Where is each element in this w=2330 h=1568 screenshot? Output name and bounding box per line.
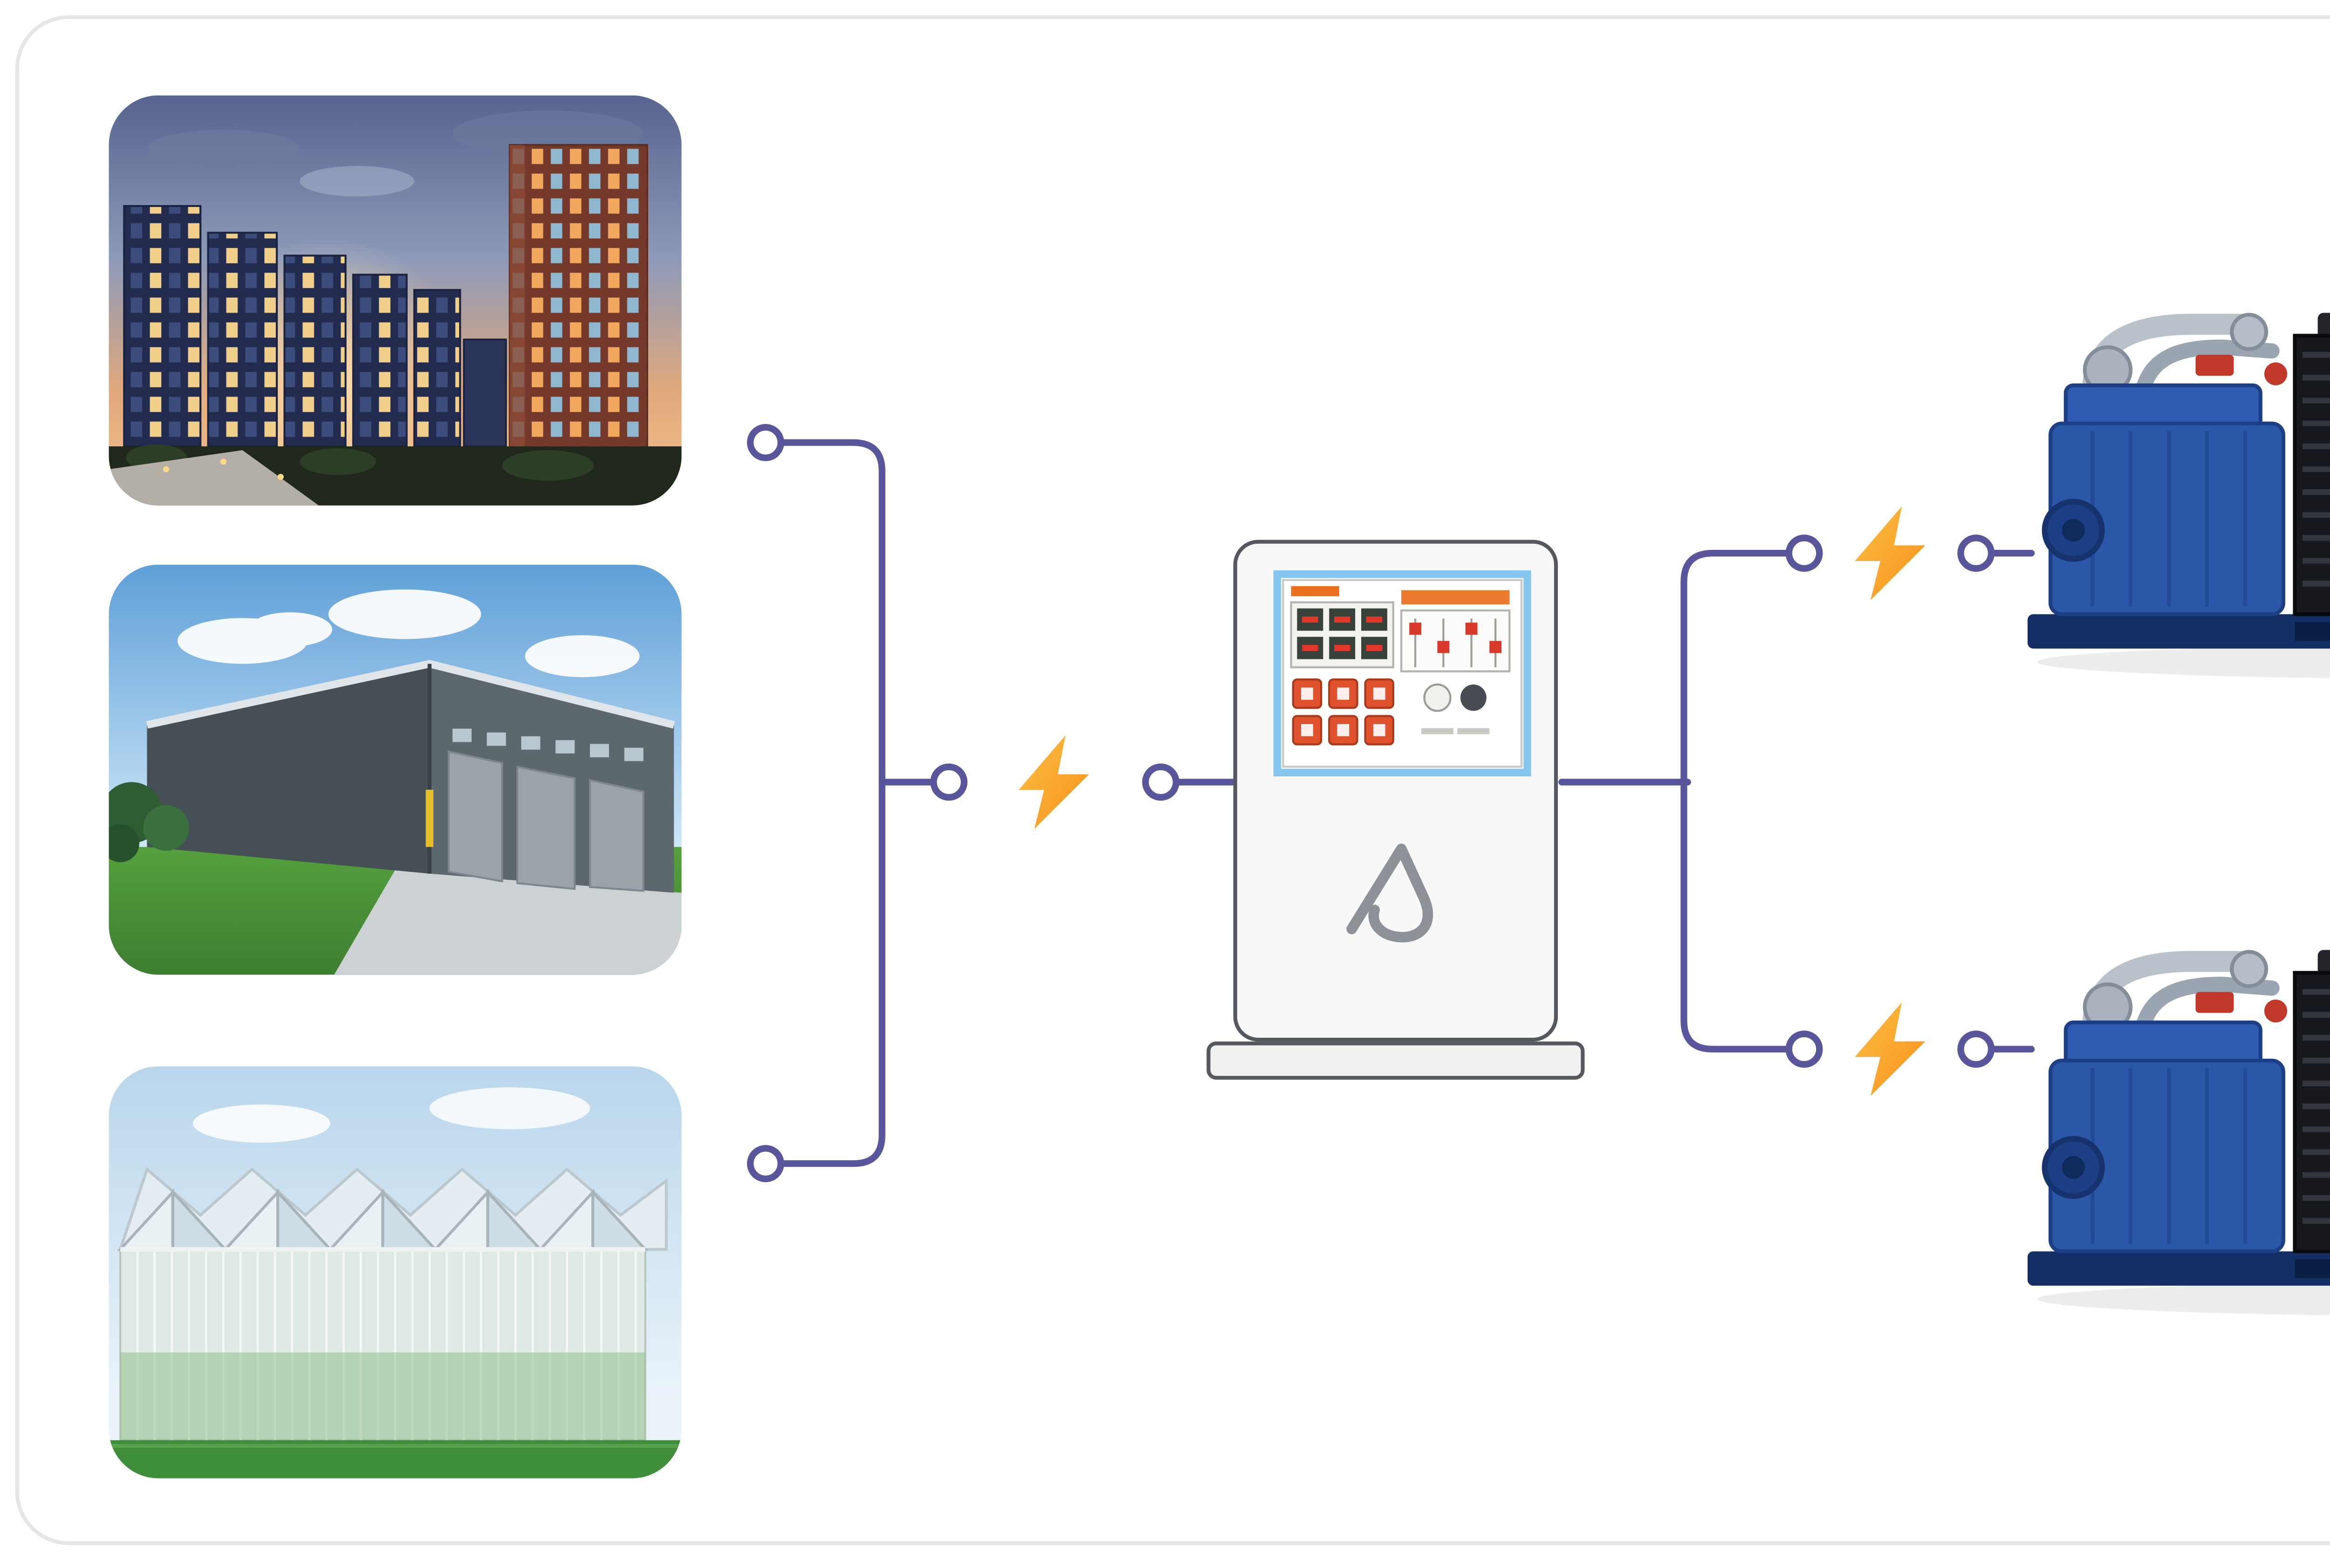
controller-buttons xyxy=(1292,678,1490,746)
brown-tower xyxy=(508,144,648,455)
power-control-cabinet xyxy=(1233,540,1558,1042)
clouds xyxy=(178,589,640,678)
cabinet-base xyxy=(1206,1041,1585,1080)
containerized-diesel-generator-2 xyxy=(2008,877,2330,1335)
brand-logo-icon xyxy=(1346,843,1433,943)
controller-displays xyxy=(1290,601,1395,669)
trees xyxy=(109,782,189,863)
greenhouse-photo xyxy=(109,1066,682,1479)
warehouse-building xyxy=(146,660,675,893)
road xyxy=(109,450,319,506)
residential-buildings-photo xyxy=(109,95,682,506)
plants-inside xyxy=(120,1352,645,1440)
apartment-towers xyxy=(123,205,507,447)
controller-mimic-panel xyxy=(1400,609,1511,672)
gas-pipe xyxy=(425,789,434,847)
controller-screen xyxy=(1273,570,1531,777)
containerized-diesel-generator-1 xyxy=(2008,240,2330,698)
greenhouse-front xyxy=(117,1188,649,1441)
controller-brand-mark xyxy=(1291,586,1339,596)
industrial-building-photo xyxy=(109,564,682,975)
pavement xyxy=(334,870,682,975)
